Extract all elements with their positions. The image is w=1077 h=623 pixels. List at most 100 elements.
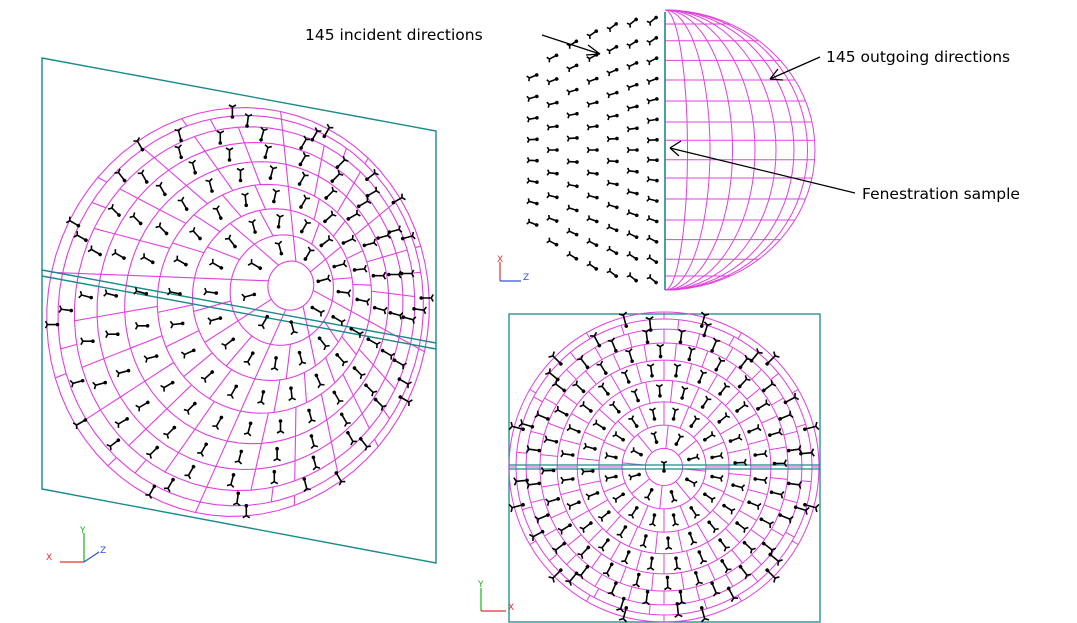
glyph-dot [122,256,126,260]
mesh-spoke [529,540,537,545]
glyph-dot [634,278,638,283]
direction-glyph [673,556,682,571]
mesh-spoke [313,198,320,220]
glyph-dot [593,447,597,451]
direction-glyph [602,562,614,577]
glyph-dot [155,445,160,450]
glyph-dot [634,213,639,218]
glyph-dot [735,409,739,413]
mesh-spoke [204,150,219,170]
direction-glyph [803,421,820,432]
mesh-spoke [619,391,632,412]
glyph-dot [191,464,196,469]
direction-glyph [143,354,159,363]
incident-direction-glyphs [526,15,659,285]
mesh-spoke [317,159,323,177]
direction-glyph [72,418,88,430]
mesh-spoke [159,276,195,279]
direction-glyph [699,606,710,623]
direction-glyph [765,568,780,583]
glyph-dot [710,349,714,353]
mesh-spoke [651,573,654,591]
glyph-dot [694,571,698,575]
x-axis-label: X [46,553,52,563]
direction-glyph [778,410,794,421]
direction-glyph [105,330,120,339]
glyph-stroke [543,435,557,443]
direction-glyph [323,210,337,224]
glyph-dot [314,373,319,378]
direction-glyph [365,169,379,182]
direction-glyph [703,492,716,503]
direction-glyph [612,431,625,442]
glyph-dot [585,564,590,569]
direction-glyph [720,559,732,574]
glyph-dot [678,340,683,345]
mesh-spoke [679,406,690,429]
direction-glyph [386,270,402,279]
direction-glyph [778,513,794,524]
glyph-stroke [248,218,256,233]
annotation-incident: 145 incident directions [305,26,601,56]
direction-glyph [316,274,332,284]
direction-glyph [579,401,593,413]
arrow-head [769,68,784,81]
glyph-dot [365,194,370,198]
glyph-dot [803,502,807,507]
glyph-dot [674,442,679,446]
direction-glyph [263,144,272,160]
glyph-stroke [700,607,710,623]
glyph-stroke [115,369,129,378]
glyph-stroke [364,238,378,247]
glyph-stroke [241,293,255,302]
direction-glyph [339,412,351,427]
glyph-dot [251,351,255,355]
glyph-dot [575,160,579,164]
glyph-dot [356,204,361,209]
direction-glyph [241,192,249,208]
direction-glyph [525,445,542,454]
direction-glyph [606,90,619,99]
mesh-spoke [342,373,354,396]
mesh-spoke [290,210,294,237]
direction-glyph [546,100,559,108]
direction-glyph [331,314,346,326]
glyph-dot [144,180,149,184]
direction-glyph [243,421,253,437]
direction-glyph [173,255,188,267]
mesh-spoke [771,528,784,537]
direction-glyph [753,476,768,485]
direction-glyph [674,602,683,618]
glyph-dot [590,469,595,473]
mesh-spoke [157,304,193,313]
glyph-stroke [616,598,625,613]
direction-glyph [685,477,698,487]
glyph-dot [772,461,777,466]
mesh-spoke [287,186,292,211]
direction-glyph [419,294,434,302]
glyph-stroke [750,348,763,362]
mesh-spoke [204,320,239,343]
direction-glyph [707,520,719,534]
glyph-dot [366,337,371,342]
glyph-dot [191,348,196,353]
direction-glyph [80,337,95,346]
mesh-spoke [566,554,577,565]
glyph-stroke [303,478,311,493]
mesh-spoke [346,250,364,260]
direction-glyph [268,165,278,180]
mesh-spoke [706,541,718,560]
glyph-dot [535,201,539,206]
direction-glyph [174,127,183,143]
mesh-spoke [130,335,163,349]
glyph-dot [710,581,714,585]
glyph-stroke [804,421,820,431]
mesh-spoke [100,273,128,276]
mesh-spoke [579,480,601,486]
direction-glyph [580,468,595,476]
mesh-ring [229,234,334,346]
glyph-stroke [390,311,404,320]
mesh-spoke [702,482,725,493]
mesh-spoke [270,487,274,503]
